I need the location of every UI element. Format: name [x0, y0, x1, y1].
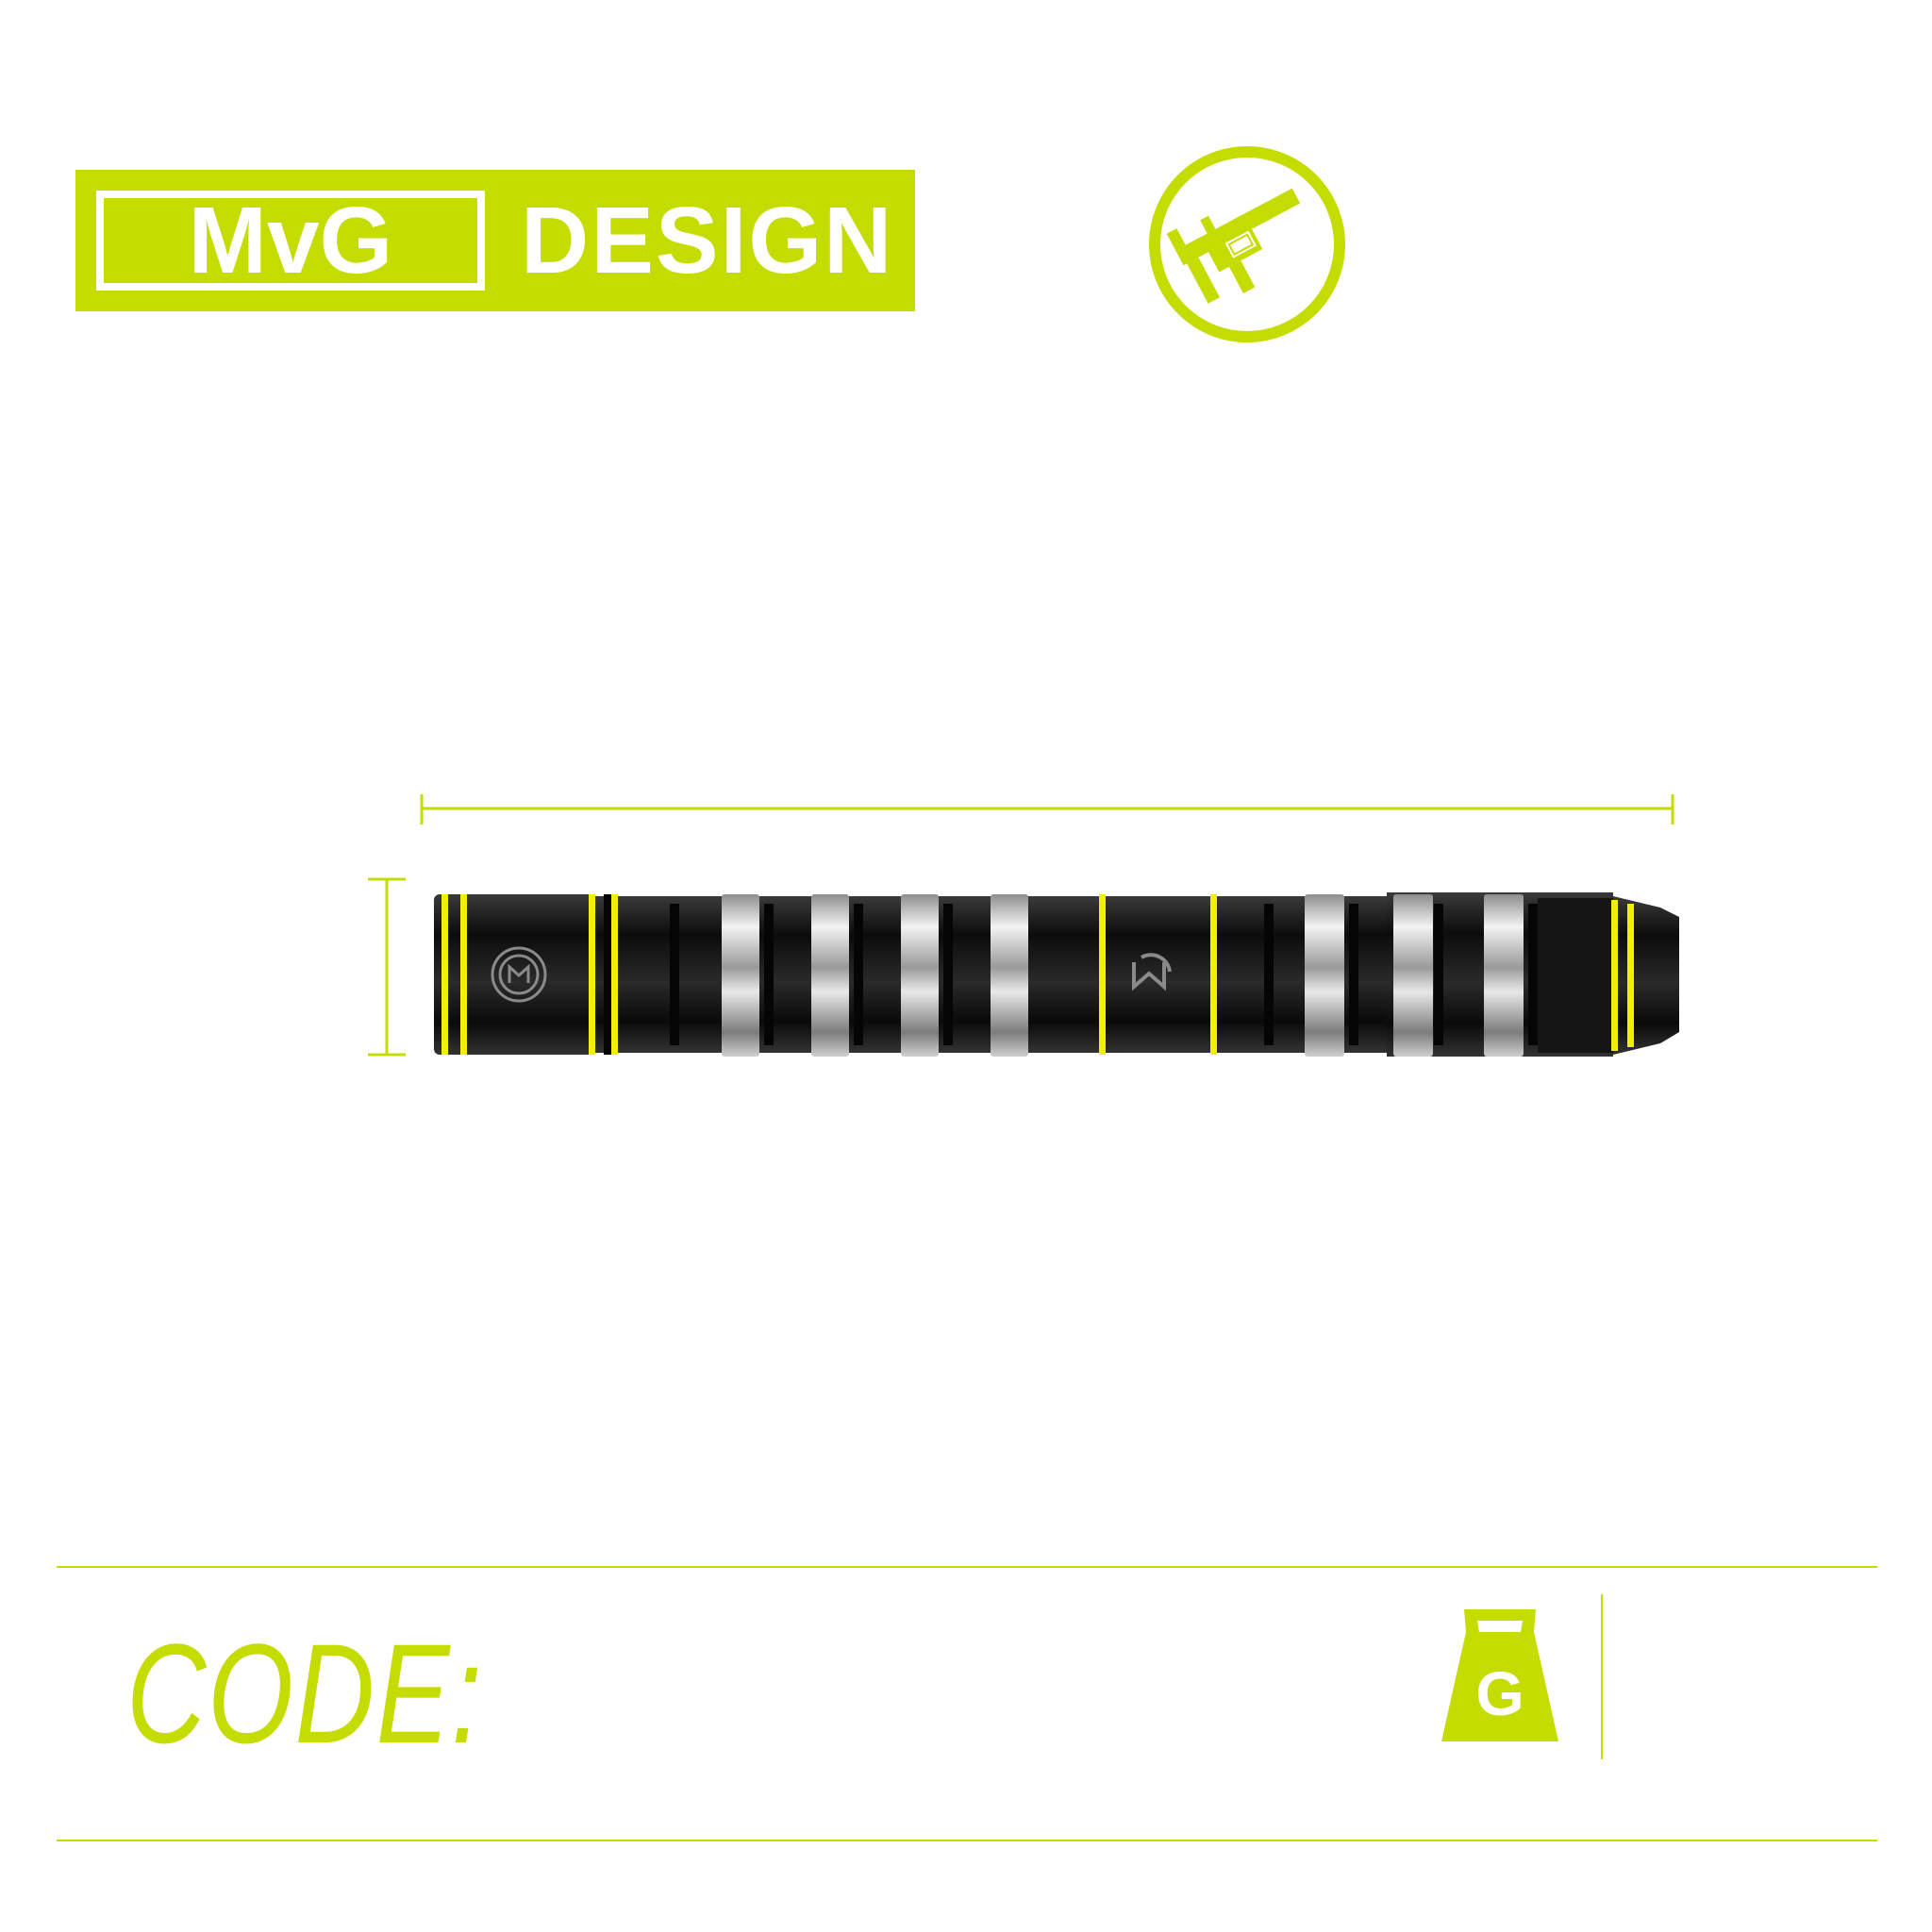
- divider-bottom: [57, 1840, 1877, 1841]
- diameter-measure-line: [368, 877, 406, 1057]
- dart-barrel-image: [368, 794, 1679, 1057]
- caliper-icon: [1149, 146, 1345, 342]
- weight-symbol: G: [1475, 1658, 1524, 1728]
- length-measure-line: [420, 794, 1674, 824]
- brand-logo-box: MvG: [96, 191, 485, 291]
- brand-logo-mvg: MvG: [188, 188, 393, 293]
- barrel-logo-center: [1132, 953, 1172, 991]
- code-label: CODE:: [126, 1614, 484, 1773]
- barrel-logo-left: [491, 946, 547, 1003]
- info-divider: [1601, 1594, 1603, 1759]
- divider-top: [57, 1566, 1877, 1568]
- weight-icon: G: [1441, 1609, 1558, 1741]
- brand-logo: MvG DESIGN: [75, 170, 915, 311]
- brand-logo-design: DESIGN: [521, 188, 894, 293]
